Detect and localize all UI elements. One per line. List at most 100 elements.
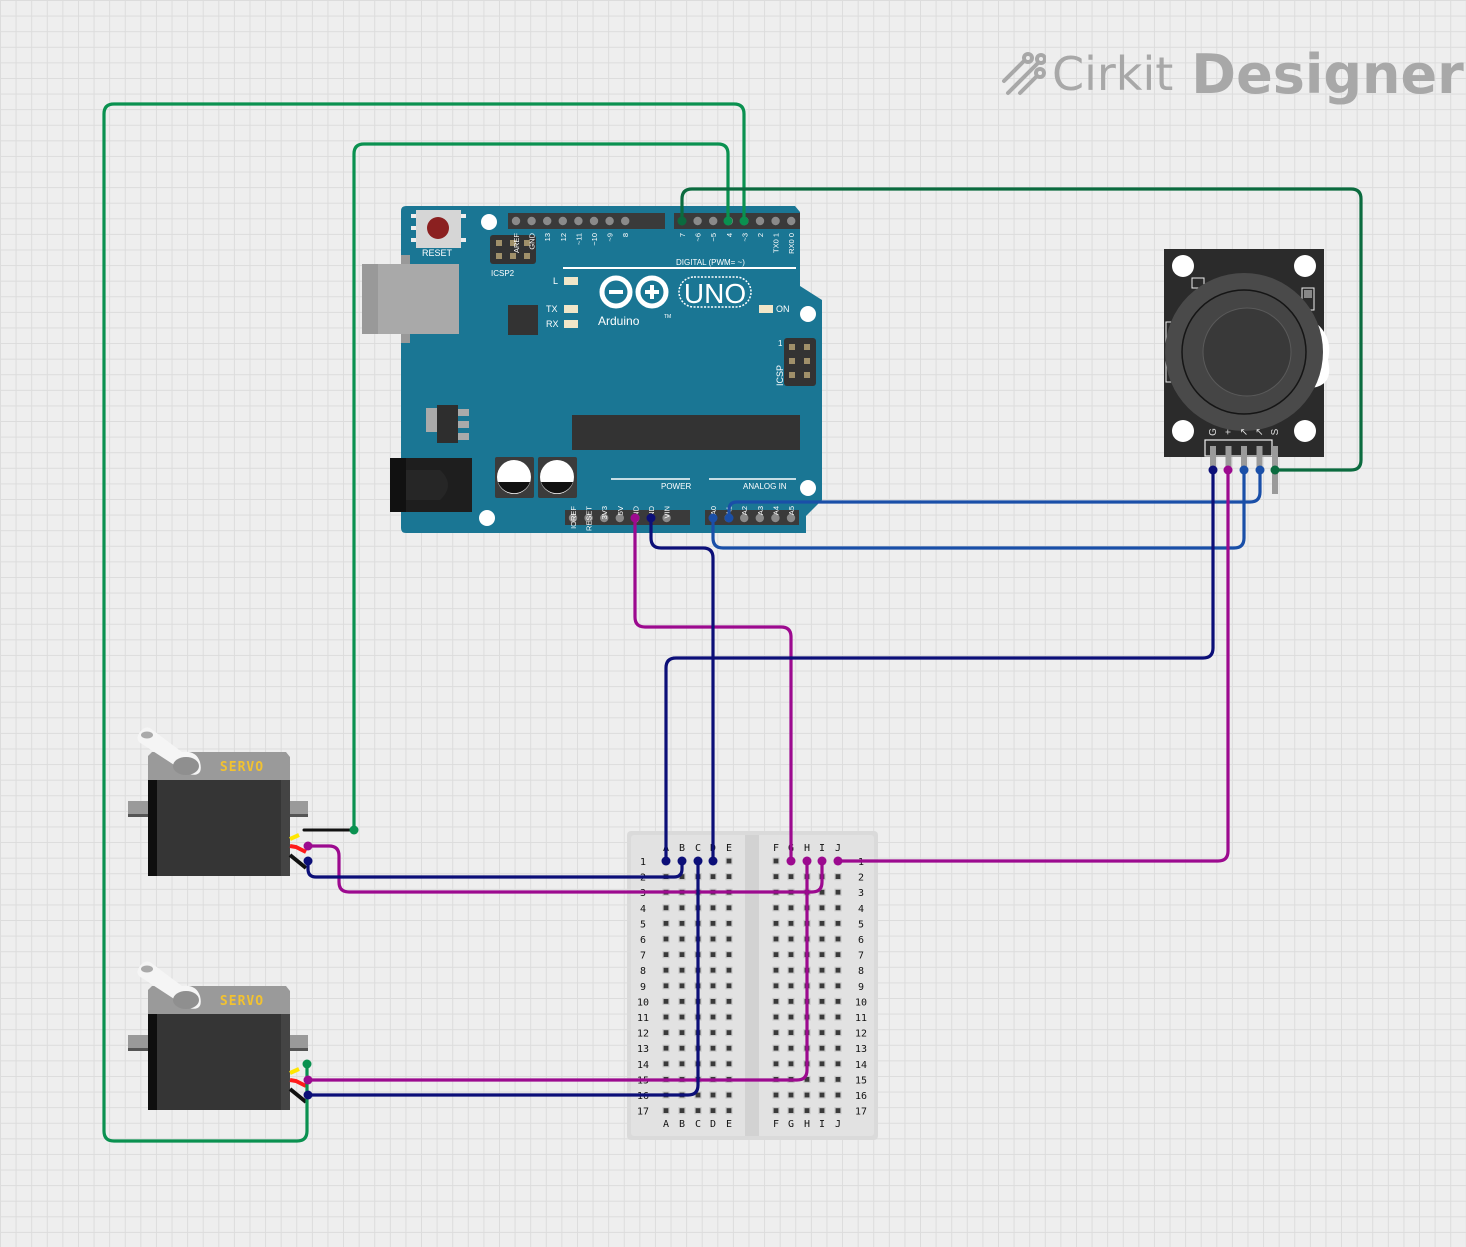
wire-endpoint[interactable] <box>708 856 718 866</box>
breadboard-hole[interactable] <box>818 904 826 912</box>
breadboard-hole[interactable] <box>709 919 717 928</box>
joystick-cap[interactable] <box>1202 307 1292 397</box>
wire-servo2-gnd-to-c1[interactable] <box>306 859 700 1097</box>
breadboard-hole[interactable] <box>803 1106 811 1115</box>
breadboard-hole[interactable] <box>834 1028 842 1037</box>
breadboard-hole[interactable] <box>709 872 717 881</box>
breadboard-hole[interactable] <box>787 935 795 943</box>
wire-endpoint[interactable] <box>693 856 703 866</box>
breadboard-hole[interactable] <box>818 1013 826 1021</box>
digital-pin[interactable] <box>755 216 765 226</box>
wire-endpoint[interactable] <box>646 513 656 523</box>
breadboard-hole[interactable] <box>772 872 780 881</box>
breadboard-hole[interactable] <box>772 950 780 959</box>
breadboard-hole[interactable] <box>787 919 795 928</box>
wire-joystick-vrx-to-a0[interactable] <box>711 468 1246 550</box>
breadboard-hole[interactable] <box>818 1075 826 1084</box>
breadboard-hole[interactable] <box>772 1044 780 1052</box>
breadboard-hole[interactable] <box>787 904 795 912</box>
wire-endpoint[interactable] <box>739 216 749 226</box>
breadboard-hole[interactable] <box>725 1028 733 1037</box>
breadboard-hole[interactable] <box>678 997 686 1006</box>
wire-endpoint[interactable] <box>723 216 733 226</box>
breadboard-hole[interactable] <box>709 904 717 912</box>
reset-button[interactable] <box>411 210 466 248</box>
breadboard-hole[interactable] <box>694 1106 702 1115</box>
wire-endpoint[interactable] <box>1270 465 1280 475</box>
breadboard-hole[interactable] <box>772 904 780 912</box>
analog-pin[interactable] <box>786 513 796 523</box>
breadboard-hole[interactable] <box>709 1044 717 1052</box>
breadboard-hole[interactable] <box>818 919 826 928</box>
breadboard-hole[interactable] <box>662 1044 670 1052</box>
breadboard-hole[interactable] <box>678 1060 686 1068</box>
wire-servo2-power-to-h1[interactable] <box>306 859 809 1082</box>
breadboard-hole[interactable] <box>725 1044 733 1052</box>
breadboard-hole[interactable] <box>678 919 686 928</box>
wire-endpoint[interactable] <box>1255 465 1265 475</box>
joystick-pin[interactable] <box>1225 446 1232 472</box>
wire-endpoint[interactable] <box>708 513 718 523</box>
joystick-pin[interactable] <box>1210 446 1216 472</box>
digital-pin[interactable] <box>589 216 599 226</box>
power-pin[interactable] <box>568 513 578 523</box>
breadboard-hole[interactable] <box>787 1106 795 1115</box>
breadboard-hole[interactable] <box>678 950 686 959</box>
servo-motor-1[interactable]: SERVO <box>128 727 308 877</box>
breadboard-hole[interactable] <box>818 888 826 896</box>
breadboard-hole[interactable] <box>787 982 795 990</box>
breadboard-hole[interactable] <box>787 997 795 1006</box>
breadboard-hole[interactable] <box>787 872 795 881</box>
breadboard-hole[interactable] <box>709 966 717 974</box>
breadboard-hole[interactable] <box>803 1091 811 1099</box>
wire-endpoint[interactable] <box>303 841 313 851</box>
breadboard-hole[interactable] <box>709 1091 717 1099</box>
wire-endpoint[interactable] <box>817 856 827 866</box>
breadboard-hole[interactable] <box>834 1013 842 1021</box>
breadboard-hole[interactable] <box>787 1044 795 1052</box>
wire-joystick-gnd-to-breadboard-a1[interactable] <box>664 468 1215 863</box>
breadboard-hole[interactable] <box>834 997 842 1006</box>
breadboard-hole[interactable] <box>834 1106 842 1115</box>
breadboard-hole[interactable] <box>818 966 826 974</box>
breadboard-hole[interactable] <box>709 997 717 1006</box>
wire-endpoint[interactable] <box>303 1075 313 1085</box>
breadboard-hole[interactable] <box>678 904 686 912</box>
breadboard-hole[interactable] <box>772 935 780 943</box>
breadboard-hole[interactable] <box>662 1013 670 1021</box>
breadboard-hole[interactable] <box>818 1060 826 1068</box>
breadboard-hole[interactable] <box>678 1106 686 1115</box>
breadboard-hole[interactable] <box>772 1013 780 1021</box>
wire-endpoint[interactable] <box>630 513 640 523</box>
breadboard-hole[interactable] <box>725 982 733 990</box>
breadboard-hole[interactable] <box>725 997 733 1006</box>
wire-endpoint[interactable] <box>303 856 313 866</box>
breadboard-hole[interactable] <box>709 1060 717 1068</box>
breadboard-hole[interactable] <box>725 1091 733 1099</box>
wire-endpoint[interactable] <box>677 216 687 226</box>
breadboard-hole[interactable] <box>834 966 842 974</box>
wire-endpoint[interactable] <box>802 856 812 866</box>
breadboard-hole[interactable] <box>787 1013 795 1021</box>
breadboard-hole[interactable] <box>772 966 780 974</box>
breadboard-hole[interactable] <box>709 935 717 943</box>
breadboard-hole[interactable] <box>834 982 842 990</box>
power-pin[interactable] <box>584 513 593 523</box>
wire-endpoint[interactable] <box>349 825 359 835</box>
breadboard-hole[interactable] <box>678 1013 686 1021</box>
wire-servo1-gnd-to-b1[interactable] <box>306 859 684 879</box>
breadboard-hole[interactable] <box>662 1106 670 1115</box>
digital-pin[interactable] <box>693 216 702 226</box>
breadboard-hole[interactable] <box>818 1028 826 1037</box>
breadboard-hole[interactable] <box>772 1028 780 1037</box>
breadboard-hole[interactable] <box>725 950 733 959</box>
breadboard-hole[interactable] <box>818 1091 826 1099</box>
breadboard-hole[interactable] <box>834 935 842 943</box>
breadboard-hole[interactable] <box>834 950 842 959</box>
wire-joystick-vcc-to-breadboard-j1[interactable] <box>836 468 1230 863</box>
wire-servo1-signal-to-d4[interactable] <box>352 142 730 832</box>
wire-endpoint[interactable] <box>833 856 843 866</box>
breadboard-hole[interactable] <box>772 997 780 1006</box>
joystick-module[interactable]: G+↗↗S <box>1164 249 1330 494</box>
breadboard-hole[interactable] <box>709 1028 717 1037</box>
